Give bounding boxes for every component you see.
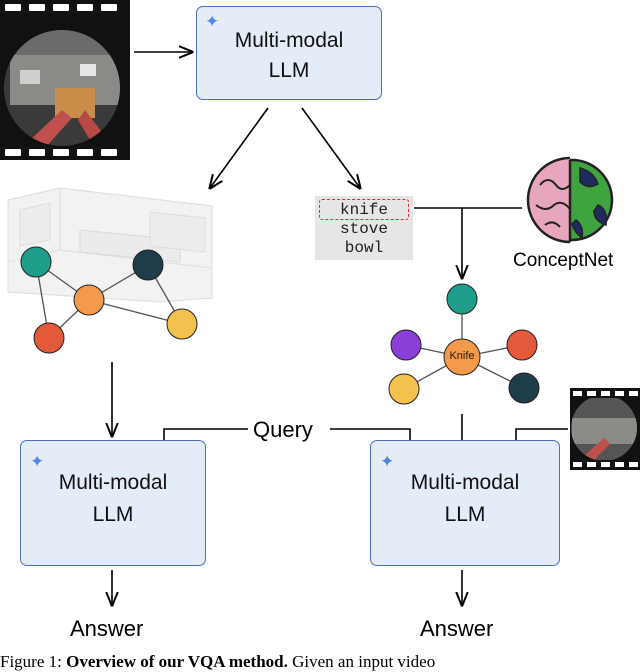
object-item: knife [339, 201, 388, 219]
llm-box-right: ✦ Multi-modal LLM [370, 440, 560, 566]
figure-caption: Figure 1: Overview of our VQA method. Gi… [0, 652, 435, 672]
object-item: stove [339, 220, 388, 238]
knife-highlight [319, 199, 409, 220]
llm-box-left: ✦ Multi-modal LLM [20, 440, 206, 566]
knowledge-center-label: Knife [449, 350, 475, 362]
video-input-right [570, 388, 640, 470]
answer-right: Answer [420, 616, 494, 641]
video-input-top [0, 0, 130, 160]
object-list: knife stove bowl [315, 196, 413, 260]
llm-left-line2: LLM [92, 503, 134, 526]
llm-right-line2: LLM [444, 503, 486, 526]
object-item: bowl [344, 239, 384, 257]
caption-prefix: Figure 1: [0, 652, 67, 671]
caption-rest: Given an input video [287, 652, 436, 671]
sparkle-icon: ✦ [30, 452, 45, 471]
llm-box-top: ✦ Multi-modal LLM [196, 6, 382, 100]
query-label: Query [253, 417, 313, 442]
brain-globe-icon [526, 156, 614, 244]
llm-left-line1: Multi-modal [58, 471, 168, 494]
llm-right-line1: Multi-modal [410, 471, 520, 494]
kitchen-scene [7, 187, 213, 303]
scene-graph-nodes [20, 246, 198, 354]
llm-top-line2: LLM [268, 59, 310, 82]
answer-left: Answer [70, 616, 144, 641]
sparkle-icon: ✦ [205, 12, 220, 31]
sparkle-icon: ✦ [380, 452, 395, 471]
conceptnet-label: ConceptNet [513, 250, 614, 271]
knowledge-graph-nodes [388, 283, 540, 405]
llm-top-line1: Multi-modal [234, 29, 344, 52]
caption-bold: Overview of our VQA method. [66, 652, 288, 671]
